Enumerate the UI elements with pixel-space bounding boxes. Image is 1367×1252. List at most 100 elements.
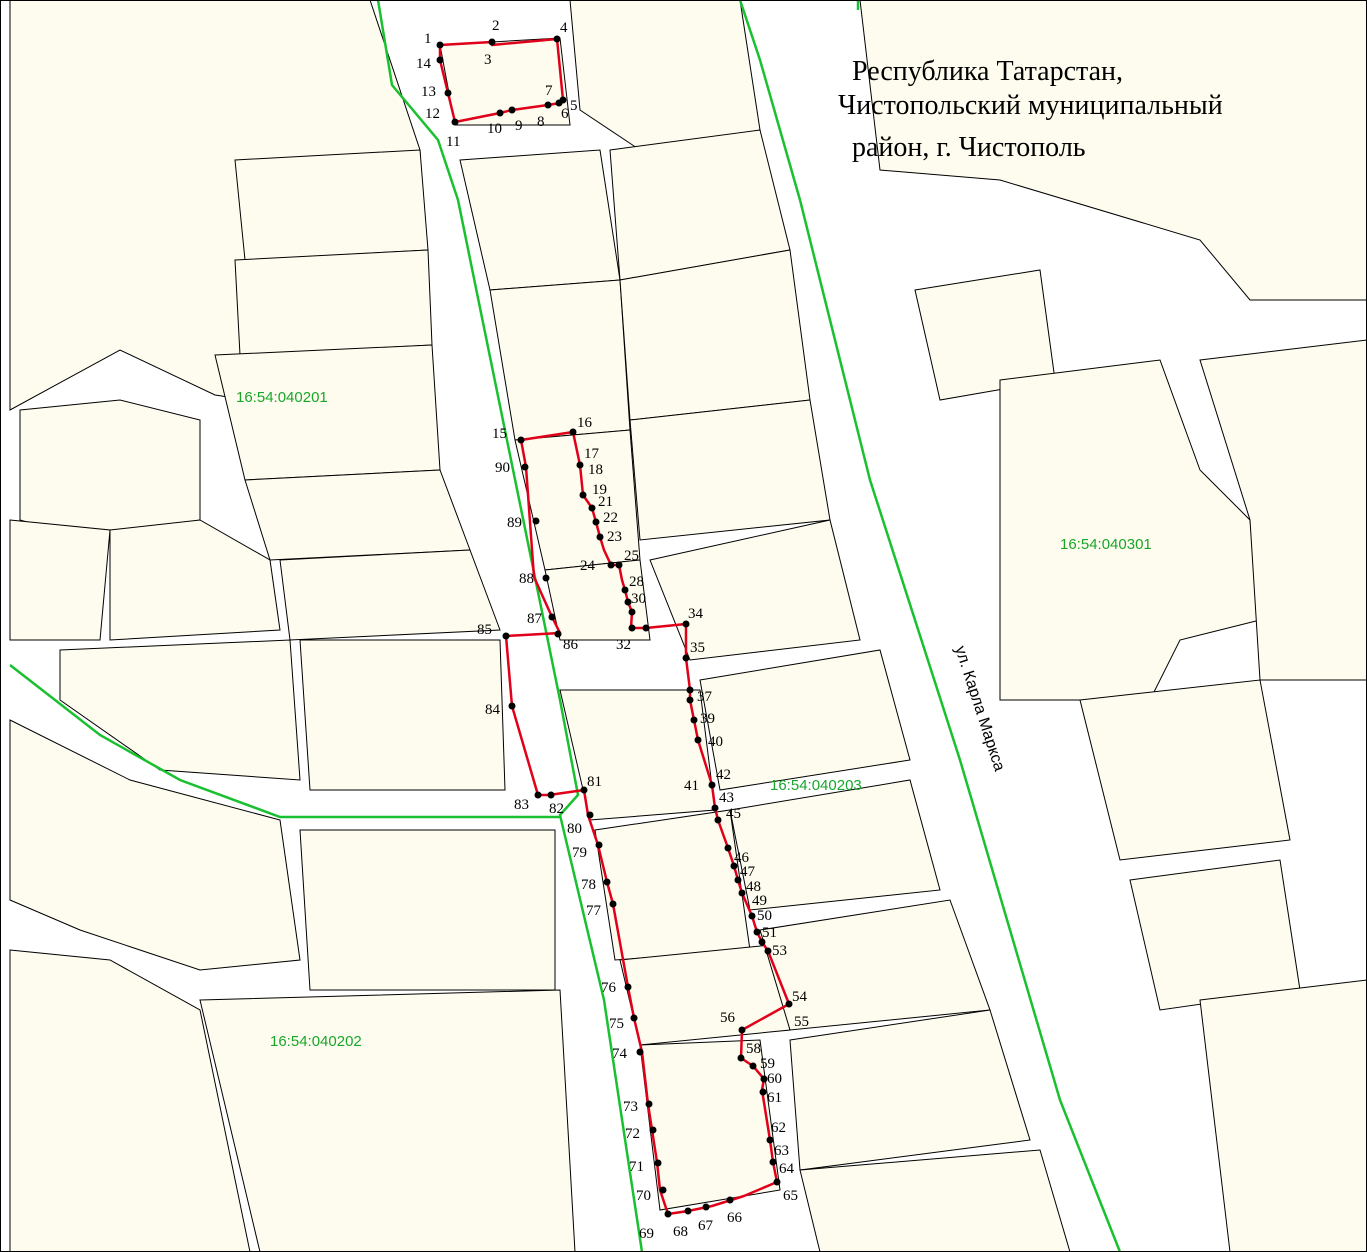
svg-text:55: 55 — [794, 1014, 809, 1030]
svg-text:41: 41 — [684, 778, 699, 794]
svg-text:15: 15 — [492, 426, 507, 442]
svg-text:81: 81 — [587, 774, 602, 790]
svg-text:50: 50 — [757, 908, 772, 924]
point-labels: 1 2 3 4 5 6 7 8 9 10 11 12 13 14 15 16 1… — [416, 18, 809, 1242]
svg-text:60: 60 — [767, 1071, 782, 1087]
parcel — [489, 279, 631, 441]
parcel — [1199, 979, 1367, 1252]
svg-text:30: 30 — [631, 591, 646, 607]
parcel — [1199, 339, 1367, 681]
svg-text:24: 24 — [580, 558, 596, 574]
parcel — [244, 469, 471, 561]
svg-text:Чистопольский муниципальный: Чистопольский муниципальный — [838, 90, 1223, 121]
svg-text:18: 18 — [588, 462, 603, 478]
parcel — [214, 344, 441, 481]
svg-text:13: 13 — [421, 84, 436, 100]
parcel — [799, 1149, 1071, 1252]
svg-text:6: 6 — [561, 106, 569, 122]
svg-text:62: 62 — [771, 1120, 786, 1136]
svg-text:64: 64 — [779, 1161, 795, 1177]
svg-text:69: 69 — [639, 1226, 654, 1242]
svg-text:75: 75 — [609, 1016, 624, 1032]
svg-text:49: 49 — [752, 893, 767, 909]
svg-text:16: 16 — [577, 415, 593, 431]
svg-text:53: 53 — [772, 943, 787, 959]
svg-text:88: 88 — [519, 571, 534, 587]
svg-text:23: 23 — [607, 529, 622, 545]
svg-text:43: 43 — [719, 790, 734, 806]
parcel — [1129, 859, 1301, 1011]
parcel — [234, 249, 433, 356]
svg-text:7: 7 — [545, 83, 553, 99]
svg-text:32: 32 — [616, 637, 631, 653]
svg-text:46: 46 — [734, 850, 750, 866]
svg-text:21: 21 — [598, 494, 613, 510]
svg-text:8: 8 — [537, 114, 545, 130]
svg-text:74: 74 — [612, 1046, 628, 1062]
block-boundaries — [9, 0, 1122, 1252]
svg-text:2: 2 — [492, 18, 500, 34]
svg-text:47: 47 — [740, 864, 756, 880]
svg-text:85: 85 — [477, 622, 492, 638]
svg-text:Республика Татарстан,: Республика Татарстан, — [852, 56, 1123, 87]
svg-text:5: 5 — [570, 98, 578, 114]
cadastral-block-label: 16:54:040203 — [770, 777, 862, 794]
svg-text:89: 89 — [507, 515, 522, 531]
svg-text:87: 87 — [527, 611, 543, 627]
svg-text:56: 56 — [720, 1010, 736, 1026]
svg-text:12: 12 — [425, 106, 440, 122]
turning-points — [436, 35, 793, 1218]
svg-text:34: 34 — [688, 606, 704, 622]
cadastral-block-label: 16:54:040301 — [1060, 536, 1152, 553]
parcel — [629, 399, 831, 541]
svg-text:11: 11 — [446, 134, 460, 150]
parcel — [789, 1009, 1031, 1171]
parcel — [59, 639, 301, 781]
parcel — [234, 149, 429, 261]
parcel — [299, 639, 506, 791]
svg-text:35: 35 — [690, 640, 705, 656]
parcel — [699, 649, 911, 791]
svg-text:73: 73 — [623, 1099, 638, 1115]
svg-text:68: 68 — [673, 1224, 688, 1240]
parcel — [9, 719, 301, 971]
svg-text:25: 25 — [624, 548, 639, 564]
svg-text:70: 70 — [636, 1188, 651, 1204]
svg-text:63: 63 — [774, 1143, 789, 1159]
svg-text:4: 4 — [560, 20, 568, 36]
svg-text:54: 54 — [792, 989, 808, 1005]
svg-text:61: 61 — [767, 1090, 782, 1106]
parcel — [199, 989, 576, 1252]
svg-text:90: 90 — [495, 460, 510, 476]
parcel — [299, 829, 556, 991]
parcel — [729, 779, 941, 911]
svg-text:48: 48 — [746, 879, 761, 895]
parcel — [19, 399, 201, 541]
svg-text:42: 42 — [716, 767, 731, 783]
parcel — [9, 519, 111, 641]
parcel — [619, 944, 791, 1046]
cadastral-block-label: 16:54:040201 — [236, 389, 328, 406]
svg-text:59: 59 — [760, 1056, 775, 1072]
svg-text:51: 51 — [762, 925, 777, 941]
svg-text:39: 39 — [700, 711, 715, 727]
svg-text:3: 3 — [484, 52, 492, 68]
parcel — [619, 249, 811, 421]
svg-text:77: 77 — [586, 903, 602, 919]
svg-text:82: 82 — [549, 801, 564, 817]
svg-text:58: 58 — [746, 1041, 761, 1057]
parcel — [649, 519, 861, 661]
svg-text:22: 22 — [603, 510, 618, 526]
svg-text:28: 28 — [629, 574, 644, 590]
svg-text:76: 76 — [601, 980, 617, 996]
svg-text:37: 37 — [697, 689, 713, 705]
svg-text:17: 17 — [584, 446, 600, 462]
svg-text:район, г. Чистополь: район, г. Чистополь — [852, 132, 1086, 163]
svg-text:65: 65 — [783, 1188, 798, 1204]
parcel — [9, 949, 251, 1252]
parcel — [279, 549, 501, 641]
svg-text:72: 72 — [625, 1126, 640, 1142]
location-title: Республика Татарстан, Чистопольский муни… — [838, 56, 1223, 163]
